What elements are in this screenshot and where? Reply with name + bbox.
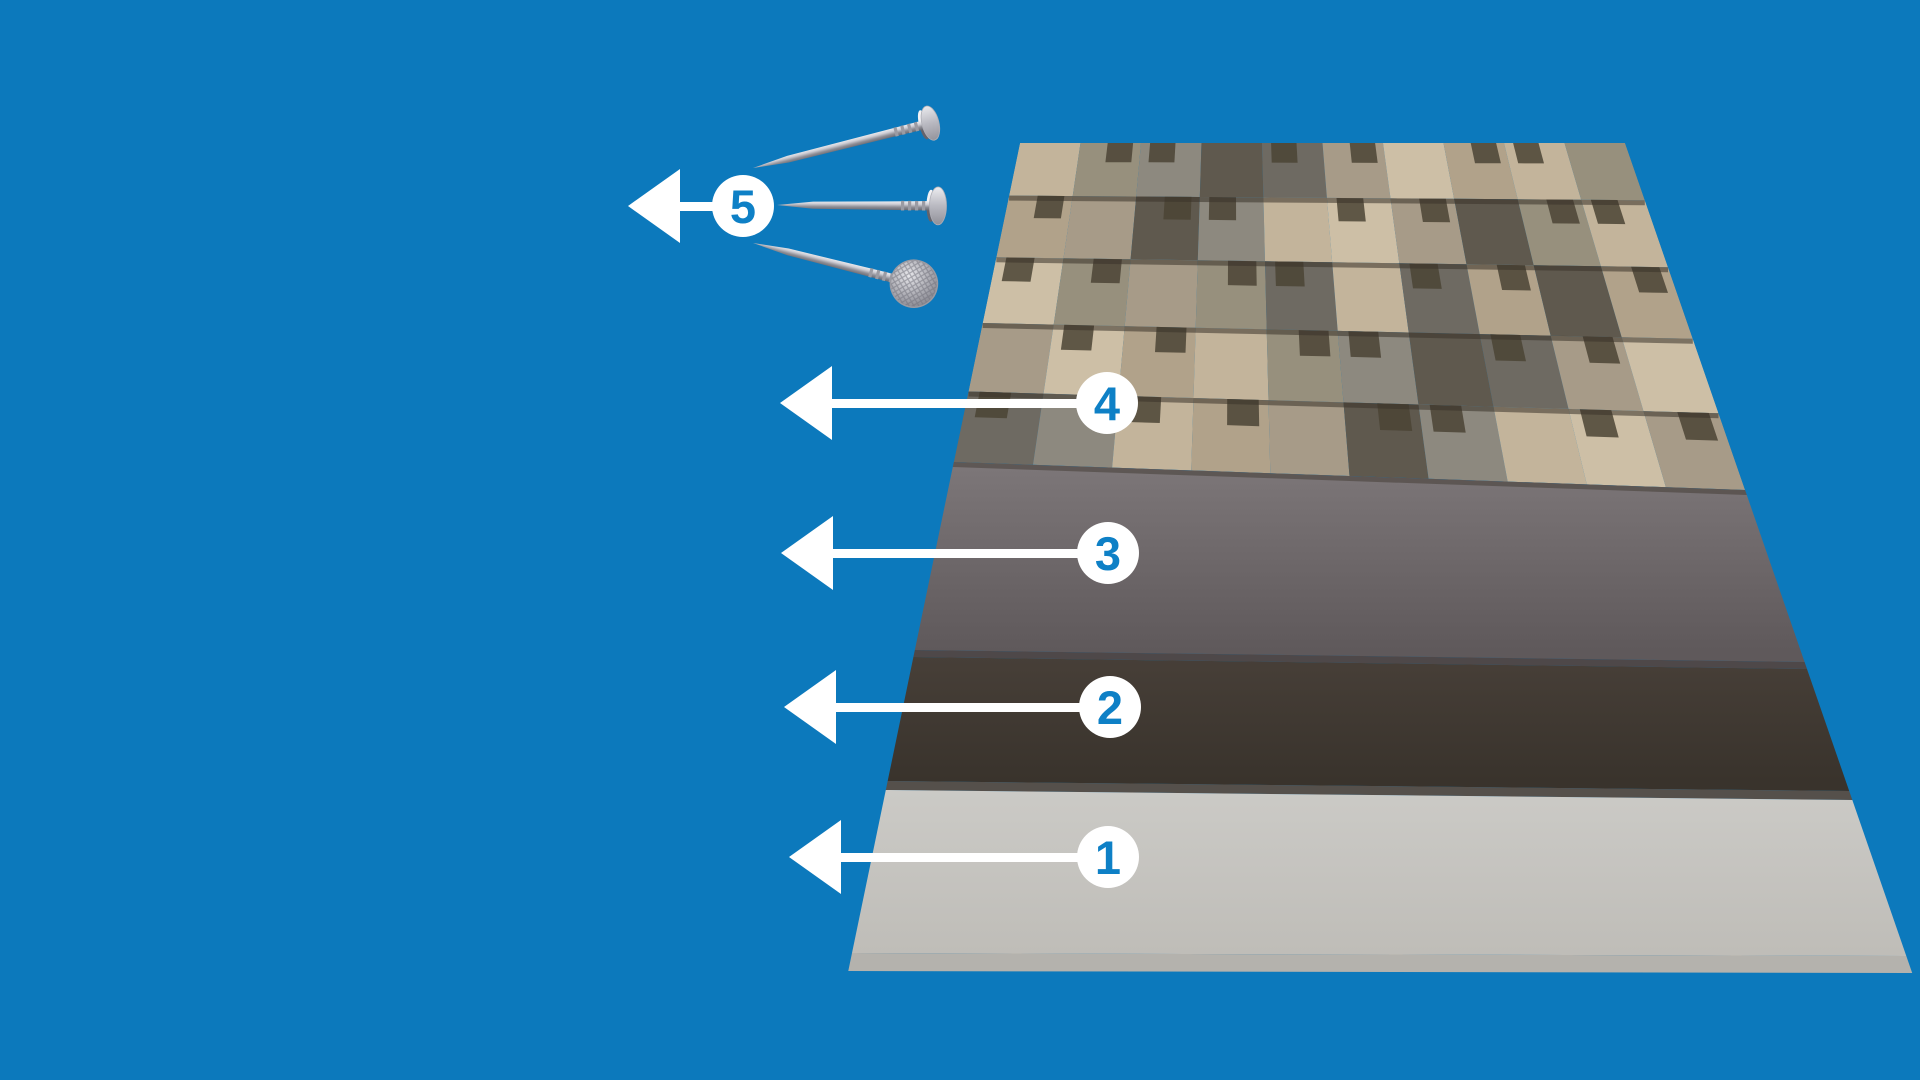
nail-knurled-head-icon [753,243,939,308]
callout-number-badge: 1 [1077,826,1139,888]
nail-icon [753,105,941,168]
arrow-shaft [828,703,1112,712]
arrow-shaft [833,853,1110,862]
roof-stack [848,143,1913,973]
callout-number-badge: 3 [1077,522,1139,584]
callout-number-badge: 5 [712,175,774,237]
arrow-left-icon [780,366,832,440]
arrow-left-icon [784,670,836,744]
arrow-left-icon [781,516,833,590]
arrow-left-icon [628,169,680,243]
arrow-shaft [670,202,745,211]
callout-number-badge: 4 [1076,372,1138,434]
arrow-left-icon [789,820,841,894]
nail-icon [777,186,947,226]
callout-number-badge: 2 [1079,676,1141,738]
arrow-shaft [825,549,1110,558]
arrow-shaft [824,399,1109,408]
